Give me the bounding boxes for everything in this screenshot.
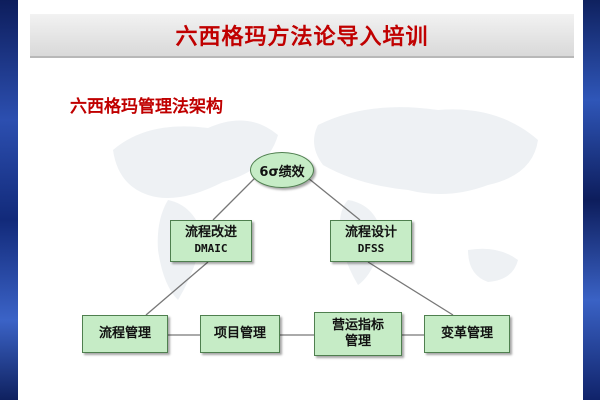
node-project-management: 项目管理 (200, 315, 280, 353)
connector-lines (145, 177, 454, 336)
connector-top-to-right (307, 177, 361, 221)
title-bar: 六西格玛方法论导入培训 (30, 14, 574, 58)
node-process-improvement-label: 流程改进 (184, 225, 237, 240)
node-process-design-label: 流程设计 (344, 225, 397, 240)
slide-title: 六西格玛方法论导入培训 (175, 25, 429, 50)
node-project-management-label: 项目管理 (213, 326, 266, 341)
node-sigma-performance-label: 6σ绩效 (259, 164, 305, 180)
slide: 六西格玛方法论导入培训 六西格玛管理法架构 6σ绩效 流程改进 DMAIC 流程… (18, 0, 583, 400)
node-operating-metrics-label-line1: 营运指标 (331, 318, 384, 333)
slide-subtitle: 六西格玛管理法架构 (70, 97, 223, 117)
node-change-management-label: 变革管理 (440, 326, 493, 341)
node-process-design: 流程设计 DFSS (330, 220, 412, 262)
node-change-management: 变革管理 (424, 315, 510, 353)
node-process-improvement-sub: DMAIC (194, 242, 228, 255)
node-sigma-performance: 6σ绩效 (250, 152, 314, 188)
left-decorative-background (0, 0, 20, 400)
connector-left-to-bottom (145, 261, 209, 316)
connector-top-to-left (212, 177, 256, 221)
right-decorative-background (580, 0, 600, 400)
node-process-management: 流程管理 (82, 315, 168, 353)
node-process-design-sub: DFSS (357, 242, 385, 255)
node-operating-metrics-label-line2: 管理 (344, 334, 371, 349)
connector-right-to-bottom (367, 261, 454, 316)
node-process-management-label: 流程管理 (98, 326, 151, 341)
node-process-improvement: 流程改进 DMAIC (170, 220, 252, 262)
world-map-watermark (113, 107, 538, 300)
node-operating-metrics-management: 营运指标 管理 (314, 312, 402, 356)
